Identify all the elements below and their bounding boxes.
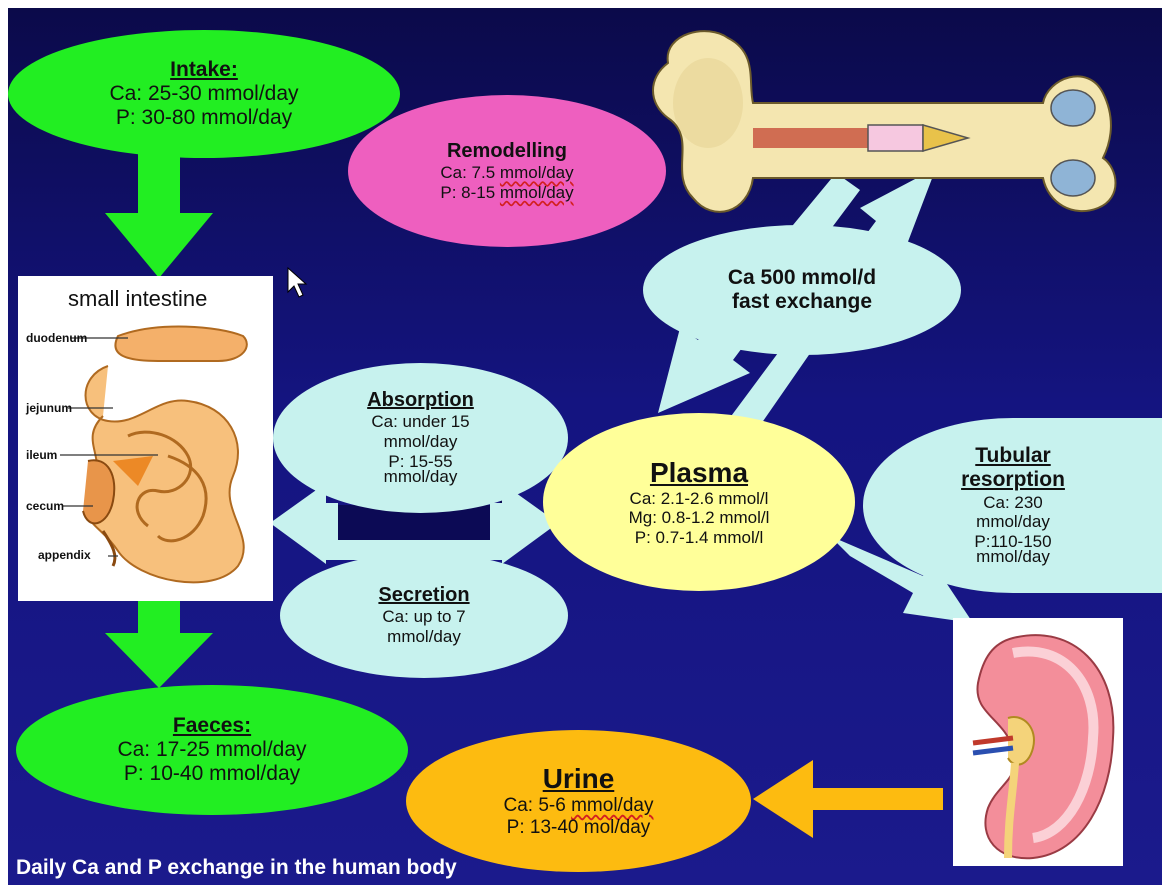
mouse-cursor-icon [8,8,1162,885]
diagram-caption: Daily Ca and P exchange in the human bod… [16,856,616,880]
slide: small intestine duodenum jejunum ileum c… [8,8,1162,885]
